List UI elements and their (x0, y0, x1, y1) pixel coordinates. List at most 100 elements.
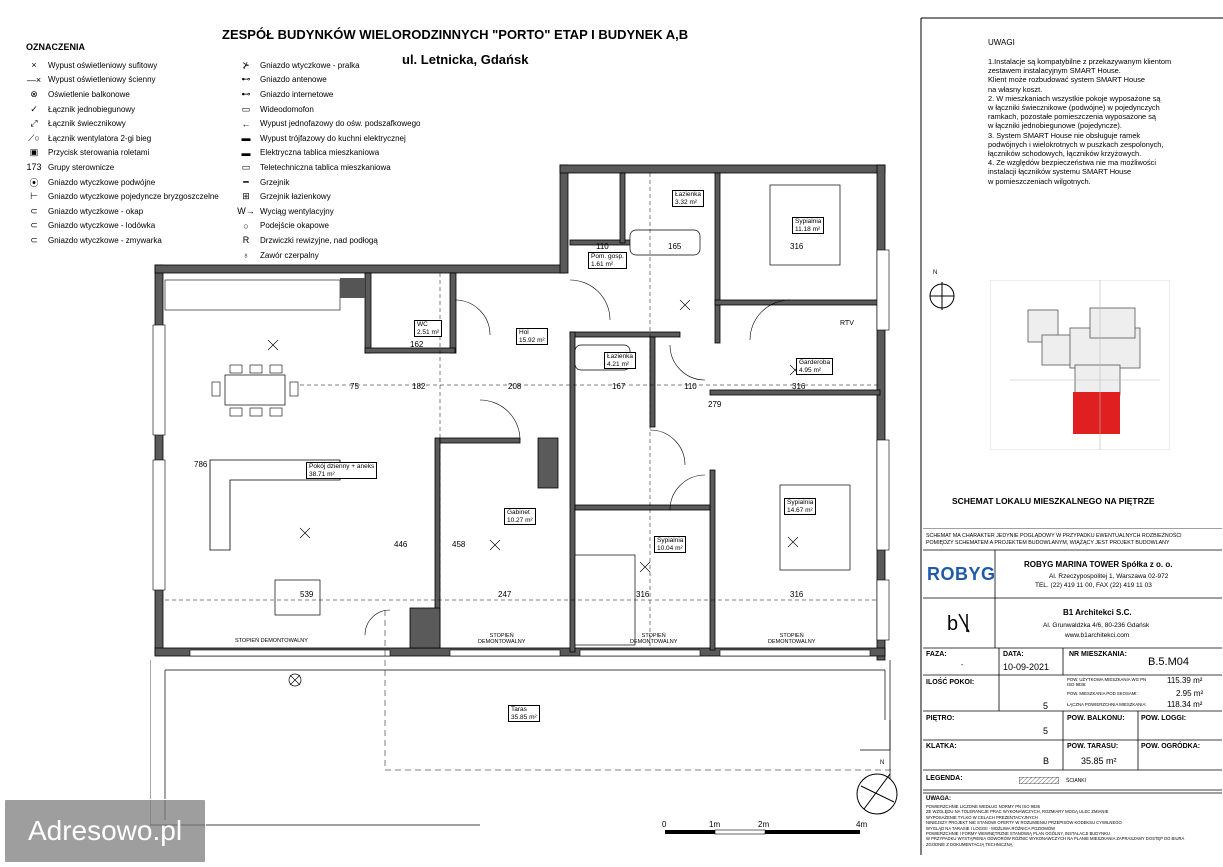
adresowo-watermark: Adresowo.pl (4, 799, 206, 863)
legend-label: Gniazdo wtyczkowe pojedyncze bryzgoszcze… (48, 192, 219, 202)
dim-208: 208 (508, 382, 522, 391)
pietro-value: 5 (1043, 726, 1049, 736)
note-line: Klient może rozbudować system SMART Hous… (988, 75, 1146, 85)
dim-539: 539 (300, 590, 314, 599)
legenda-label: LEGENDA: (926, 775, 963, 782)
plan-north-arrow-icon (856, 773, 898, 815)
developer-tel: TEL. (22) 419 11 00, FAX (22) 419 11 03 (1035, 582, 1152, 589)
uwaga-line: NINIEJSZY PROJEKT NIE STANOWI OFERTY W R… (926, 820, 1122, 826)
legend-label: Gniazdo wtyczkowe - lodówka (48, 221, 156, 231)
dim-110-b: 110 (596, 242, 609, 251)
legend-label: Łącznik świecznikowy (48, 119, 126, 129)
note-line: instalacji łączników systemu SMART House (988, 167, 1132, 177)
pow-skosy-label: POW. MIESZKANIA POD SKOSAMI: (1067, 691, 1138, 696)
note-line: zestawem instalacyjnym SMART House. (988, 66, 1121, 76)
legend-label: Elektryczna tablica mieszkaniowa (260, 148, 380, 158)
legend-label: Przycisk sterowania roletami (48, 148, 150, 158)
legend-symbol-icon: R (242, 235, 250, 246)
north-label: N (933, 270, 938, 276)
legend-label: Grupy sterownicze (48, 162, 115, 172)
note-line: łączników schodowych, łączników krzyżowy… (988, 149, 1142, 159)
note-line: w pomieszczeniach wilgotnych. (988, 176, 1091, 186)
robyg-logo: ROBYG (927, 564, 996, 584)
data-value: 10-09-2021 (1003, 662, 1050, 672)
left-item: ⊂ Gniazdo wtyczkowe - lodówka (20, 219, 225, 234)
legend-right: ⊁Gniazdo wtyczkowe - pralka⊷Gniazdo ante… (232, 58, 432, 262)
left-item: 173 Grupy sterownicze (20, 160, 225, 175)
pow-skosy-value: 2.95 m² (1176, 689, 1204, 698)
pokoi-label: ILOŚĆ POKOI: (926, 679, 975, 686)
disclaimer-2: POMIĘDZY SCHEMATEM A PROJEKTEM BUDOWLANY… (926, 540, 1170, 546)
right-item: ⊷Gniazdo antenowe (232, 73, 432, 88)
uwaga-label: UWAGA: (926, 796, 951, 802)
right-item: ▬Elektryczna tablica mieszkaniowa (232, 146, 432, 161)
right-item: ○Podejście okapowe (232, 219, 432, 234)
legend-symbol-icon: ⊢ (30, 191, 38, 202)
left-item: ⊂Gniazdo wtyczkowe - okap (20, 204, 225, 219)
dim-247: 247 (498, 590, 512, 599)
notes-body: 1.Instalacje są kompatybilne z przekazyw… (988, 57, 1188, 186)
legend-symbol-icon: ⊂ (30, 234, 38, 245)
dim-316-c: 316 (790, 590, 804, 599)
legend-symbol-icon: ▭ (241, 161, 251, 172)
left-item: ⊢ Gniazdo wtyczkowe pojedyncze bryzgoszcz… (20, 189, 225, 204)
uwaga-line: W PRZYPADKU WYSTĄPIENIA ODWORÓW RÓŻNIC W… (926, 836, 1185, 842)
note-line: na własny koszt. (988, 84, 1043, 94)
legend-symbol-icon: ⊗ (30, 88, 38, 99)
north-arrow-icon (929, 282, 955, 310)
left-item: ▣ Przycisk sterowania roletami (20, 146, 225, 161)
scheme-title: SCHEMAT LOKALU MIESZKALNEGO NA PIĘTRZE (952, 496, 1155, 506)
floor-plan (150, 164, 895, 826)
room-pom-gosp: Pom. gosp.1.61 m² (588, 252, 627, 269)
legend-label: Podejście okapowe (260, 221, 329, 231)
scale-2m: 2m (758, 820, 770, 829)
legend-symbol-icon: ⊷ (241, 88, 251, 99)
developer-address: Al. Rzeczypospolitej 1, Warszawa 02-972 (1049, 573, 1169, 580)
klatka-label: KLATKA: (926, 743, 957, 750)
legend-label: Wypust trójfazowy do kuchni elektrycznej (260, 133, 406, 143)
legend-symbol-icon: ▭ (241, 103, 251, 114)
disclaimer-1: SCHEMAT MA CHARAKTER JEDYNIE POGLĄDOWY W… (926, 533, 1182, 539)
right-item: ▭Wideodomofon (232, 102, 432, 117)
legend-symbol-icon: ⊁ (242, 59, 250, 70)
uwaga-line: WYPOSAŻENIE TYLKO W CELACH PREZENTACYJNY… (926, 814, 1038, 820)
legend-label: Gniazdo wtyczkowe - zmywarka (48, 235, 162, 245)
legend-left: ×Wypust oświetleniowy sufitowy—×Wypust o… (20, 58, 225, 248)
legend-symbol-icon: ⊂ (30, 205, 38, 216)
right-item: ▭Teletechniczna tablica mieszkaniowa (232, 160, 432, 175)
legend-symbol-icon: ← (241, 118, 251, 129)
dim-279: 279 (708, 400, 722, 409)
legend-label: Wypust oświetleniowy ścienny (48, 75, 156, 85)
legend-label: Grzejnik (260, 177, 290, 187)
right-item: ←Wypust jednofazowy do ośw. podszafkoweg… (232, 116, 432, 131)
legend-symbol-icon: 173 (26, 162, 42, 173)
uwaga-line: POWIERZCHNIE I FORMY WEWNĘTRZNE STANOWIĄ… (926, 831, 1110, 837)
legend-symbol-icon: W→ (237, 206, 255, 217)
legenda-item: ŚCIANKI (1066, 778, 1087, 784)
uwaga-lines: POWIERZCHNIE LICZONE WEDŁUG NORMY PN ISO… (926, 804, 1216, 847)
tarasu-label: POW. TARASU: (1067, 743, 1119, 750)
legend-symbol-icon: ▣ (29, 147, 39, 158)
pokoi-value: 5 (1043, 701, 1049, 711)
uwaga-line: POWIERZCHNIE LICZONE WEDŁUG NORMY PN ISO… (926, 804, 1040, 809)
note-line: w łączniki świecznikowe (podwójne) w poj… (988, 103, 1160, 113)
plan-north-label: N (880, 760, 885, 766)
uwaga-line: ZGODNIE Z DOKUMENTACJĄ TECHNICZNĄ (926, 841, 1013, 847)
right-item: ⊁Gniazdo wtyczkowe - pralka (232, 58, 432, 73)
title-block: SCHEMAT MA CHARAKTER JEDYNIE POGLĄDOWY W… (923, 528, 1222, 858)
left-item: ⊂ Gniazdo wtyczkowe - zmywarka (20, 233, 225, 248)
architect-name: B1 Architekci S.C. (1063, 608, 1132, 617)
legend-symbol-icon: ⊂ (30, 220, 38, 231)
b1-logo-icon: b (947, 613, 970, 635)
legend-symbol-icon: × (31, 60, 37, 71)
